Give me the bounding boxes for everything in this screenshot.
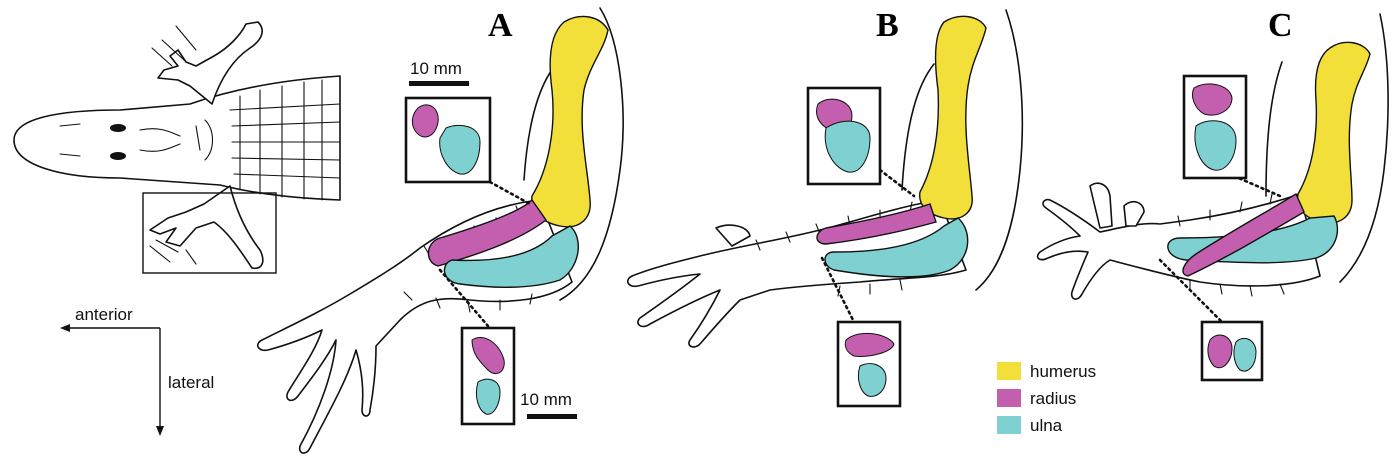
panel-b-limb	[628, 10, 1023, 406]
panel-c-limb	[1038, 14, 1389, 380]
scale-bar-top	[409, 81, 469, 86]
panel-b-humerus	[920, 16, 986, 219]
panel-a-humerus	[532, 16, 608, 226]
legend	[997, 362, 1021, 434]
lateral-label: lateral	[168, 373, 214, 392]
panel-a-letter: A	[488, 7, 513, 44]
panel-c-humerus	[1298, 42, 1370, 223]
scale-bar-top-label: 10 mm	[410, 59, 462, 78]
scale-bar-bottom-label: 10 mm	[520, 390, 572, 409]
legend-swatch-radius	[997, 389, 1021, 407]
orientation-indicator	[60, 324, 164, 436]
legend-swatch-humerus	[997, 362, 1021, 380]
legend-swatch-ulna	[997, 416, 1021, 434]
panel-b-letter: B	[876, 7, 899, 44]
legend-label-humerus: humerus	[1030, 362, 1096, 381]
panel-c-letter: C	[1268, 7, 1293, 44]
anterior-label: anterior	[75, 305, 133, 324]
scale-bar-bottom	[527, 414, 577, 419]
legend-label-radius: radius	[1030, 389, 1076, 408]
legend-label-ulna: ulna	[1030, 416, 1063, 435]
alligator-overview-drawing	[14, 22, 340, 273]
